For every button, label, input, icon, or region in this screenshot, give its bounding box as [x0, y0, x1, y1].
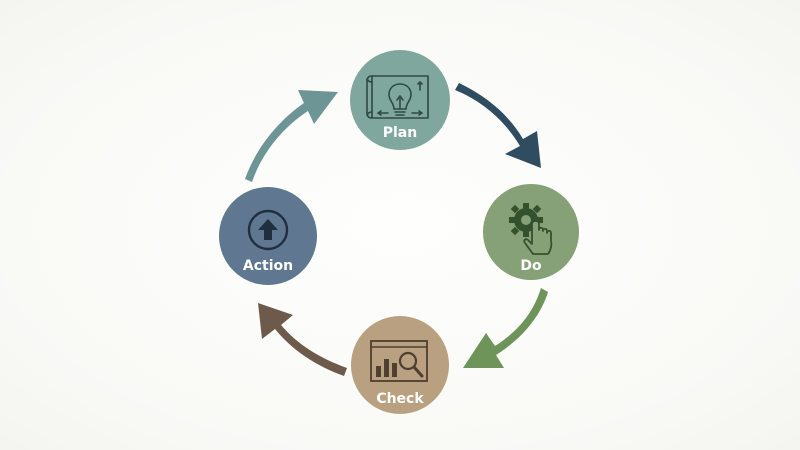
do-circle — [483, 184, 579, 280]
do-label: Do — [520, 258, 542, 274]
blueprint-lightbulb-icon — [366, 75, 429, 119]
node-check: Check — [351, 316, 449, 414]
chart-magnifier-icon — [370, 340, 428, 382]
node-action: Action — [219, 187, 317, 285]
cycle-arrows — [245, 83, 548, 376]
arrow-plan-to-do — [455, 83, 541, 168]
arrow-check-to-action — [258, 303, 347, 376]
node-plan: Plan — [350, 50, 450, 150]
arrow-do-to-check — [463, 288, 548, 368]
node-do: Do — [483, 184, 579, 280]
check-label: Check — [376, 391, 424, 407]
up-arrow-icon — [247, 209, 289, 251]
arrow-action-to-plan — [245, 90, 338, 182]
plan-label: Plan — [383, 125, 417, 141]
action-label: Action — [243, 258, 293, 274]
